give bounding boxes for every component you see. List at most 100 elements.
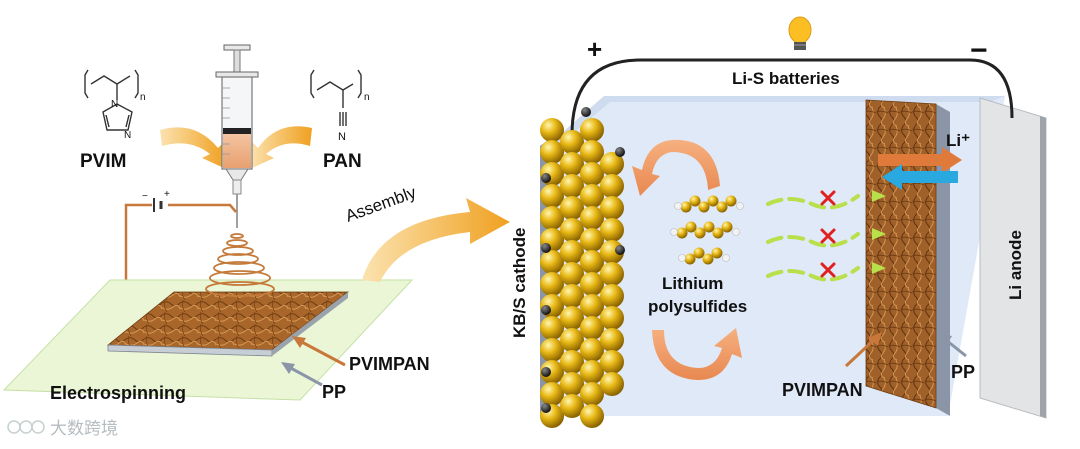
- spinning-jet: [205, 233, 275, 297]
- polysulfides-label-line1: Lithium: [662, 274, 723, 293]
- lithium-atom: [732, 228, 740, 236]
- pp-label-left: PP: [322, 382, 346, 402]
- li-anode-side: [1040, 116, 1046, 418]
- sulfur-sphere: [580, 360, 604, 384]
- pp-label-right: PP: [951, 362, 975, 382]
- kbs-cathode: [540, 107, 625, 428]
- li-anode-label: Li anode: [1006, 230, 1025, 300]
- polysulfide-atom: [698, 201, 710, 213]
- kbs-cathode-label: KB/S cathode: [510, 227, 529, 338]
- polysulfide-atom: [703, 221, 715, 233]
- sulfur-sphere: [540, 184, 564, 208]
- carbon-particle: [541, 305, 551, 315]
- sulfur-sphere: [560, 196, 584, 220]
- sulfur-sphere: [600, 372, 624, 396]
- sulfur-sphere: [600, 350, 624, 374]
- pan-label: PAN: [323, 151, 362, 172]
- sulfur-sphere: [560, 328, 584, 352]
- sulfur-sphere: [580, 118, 604, 142]
- electrospinning-circuit: [124, 198, 237, 300]
- carbon-particle: [615, 245, 625, 255]
- battery-plus-sign: +: [164, 189, 170, 200]
- sulfur-sphere: [580, 382, 604, 406]
- pvim-subscript: n: [140, 92, 146, 103]
- blocked-x-icon: [820, 228, 836, 244]
- cycle-arrow-bottom: [652, 328, 742, 380]
- battery-top-edge: [548, 96, 1005, 148]
- polysulfide-path-head: [872, 262, 886, 274]
- sulfur-sphere: [560, 350, 584, 374]
- sulfur-sphere: [560, 394, 584, 418]
- assembly-label: Assembly: [343, 183, 419, 226]
- polysulfides-label-line2: polysulfides: [648, 297, 747, 316]
- lithium-atom: [674, 202, 682, 210]
- sulfur-sphere: [560, 130, 584, 154]
- sulfur-sphere: [540, 140, 564, 164]
- pvim-nitrogen-bottom: N: [124, 130, 131, 141]
- li-ion-arrow-in: [882, 164, 958, 190]
- polysulfide-path-head: [872, 228, 886, 240]
- pan-structure: [310, 69, 362, 126]
- carbon-particle: [541, 243, 551, 253]
- pp-pointer-left-head: [281, 362, 295, 374]
- carbon-particle: [581, 107, 591, 117]
- polysulfide-path: [766, 266, 860, 282]
- pvimpan-interlayer: [865, 99, 937, 409]
- pvimpan-label-right: PVIMPAN: [782, 380, 863, 400]
- polysulfide-molecules: [670, 195, 744, 265]
- carbon-particle: [541, 367, 551, 377]
- lithium-atom: [722, 254, 730, 262]
- sulfur-sphere: [600, 218, 624, 242]
- sulfur-sphere: [600, 262, 624, 286]
- sulfur-sphere: [560, 240, 584, 264]
- li-ion-label: Li⁺: [946, 131, 970, 150]
- sulfur-sphere: [560, 152, 584, 176]
- sulfur-sphere: [580, 294, 604, 318]
- polysulfide-path: [766, 232, 860, 248]
- syringe: [215, 44, 259, 228]
- cycle-arrow-top: [632, 139, 720, 196]
- sulfur-sphere: [560, 306, 584, 330]
- polysulfide-atom: [693, 247, 705, 259]
- sulfur-sphere: [580, 140, 604, 164]
- battery-minus-sign: −: [142, 191, 148, 202]
- pvimpan-pointer-right-head: [868, 332, 882, 346]
- watermark-text: 大数跨境: [50, 419, 118, 439]
- li-ion-arrow-out: [878, 147, 962, 173]
- external-circuit: [570, 58, 1014, 136]
- sulfur-sphere: [600, 328, 624, 352]
- sulfur-sphere: [580, 272, 604, 296]
- bulb-icon: [788, 16, 812, 50]
- sulfur-sphere: [600, 174, 624, 198]
- carbon-particle: [541, 403, 551, 413]
- blocked-x-icon: [820, 190, 836, 206]
- sulfur-sphere: [540, 316, 564, 340]
- pvim-structure: [84, 69, 139, 131]
- sulfur-sphere: [540, 118, 564, 142]
- sulfur-sphere: [560, 218, 584, 242]
- pp-layer-side: [272, 292, 348, 356]
- pvim-label: PVIM: [80, 151, 126, 172]
- carbon-particle: [541, 173, 551, 183]
- pvim-nitrogen-top: N: [111, 99, 118, 110]
- pvimpan-label-left: PVIMPAN: [349, 354, 430, 374]
- sulfur-sphere: [580, 206, 604, 230]
- lithium-atom: [670, 228, 678, 236]
- polysulfide-atom: [676, 227, 688, 239]
- polysulfide-atom: [716, 201, 728, 213]
- polysulfide-atom: [694, 227, 706, 239]
- polysulfide-atom: [725, 195, 737, 207]
- sulfur-sphere: [540, 338, 564, 362]
- polysulfide-atom: [707, 195, 719, 207]
- blocked-x-icon: [820, 262, 836, 278]
- sulfur-sphere: [580, 162, 604, 186]
- sulfur-sphere: [600, 152, 624, 176]
- sulfur-sphere: [540, 250, 564, 274]
- sulfur-sphere: [560, 262, 584, 286]
- pp-pointer-left: [286, 364, 323, 387]
- sulfur-sphere: [600, 196, 624, 220]
- polysulfide-atom: [721, 221, 733, 233]
- lithium-atom: [736, 202, 744, 210]
- pvimpan-pointer-left: [297, 338, 346, 367]
